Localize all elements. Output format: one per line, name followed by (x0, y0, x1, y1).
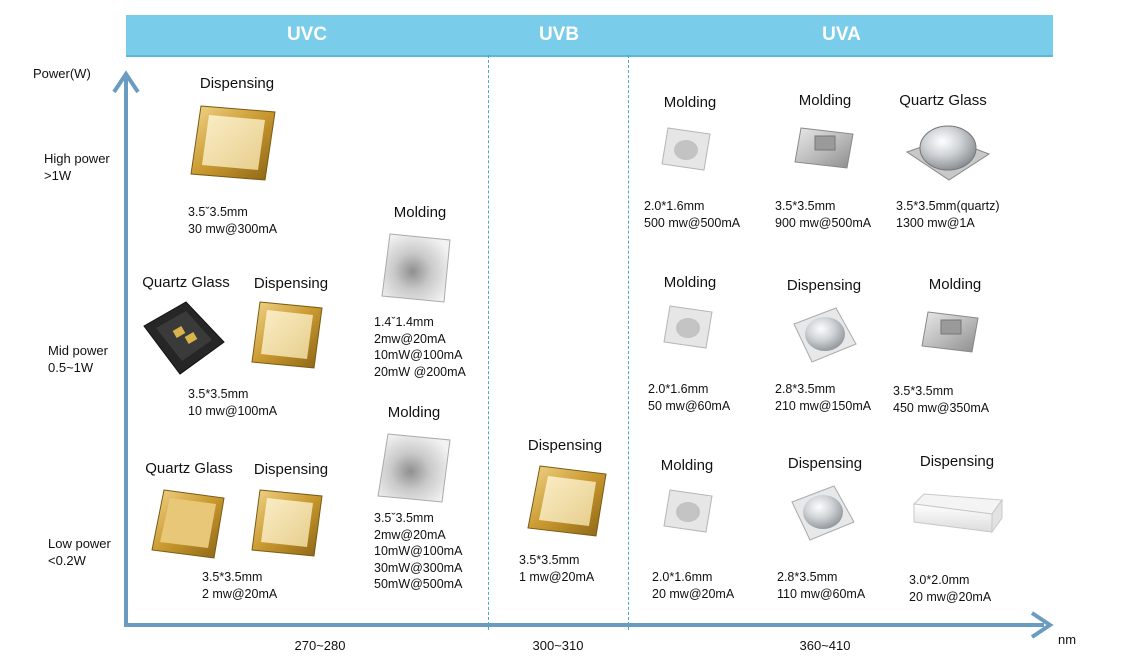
x-tick-uvb: 300~310 (532, 638, 584, 653)
product-spec: 3.5*3.5mm 2 mw@20mA (202, 570, 278, 601)
power-level-mid-name: Mid power (48, 343, 108, 358)
power-level-mid-range: 0.5~1W (48, 360, 94, 375)
product-title: Quartz Glass (145, 460, 233, 477)
product-title: Molding (393, 204, 447, 221)
gold-dispensing-led-icon (527, 465, 607, 537)
product-spec: 3.5*3.5mm(quartz) 1300 mw@1A (896, 199, 1000, 230)
power-level-low-range: <0.2W (48, 553, 86, 568)
divider-uvb-uva (628, 55, 629, 630)
white-molding-led-icon (377, 433, 451, 503)
clear-rect-led-icon (912, 493, 1003, 534)
product-spec: 2.8*3.5mm 210 mw@150mA (775, 382, 872, 413)
header-band (126, 15, 1053, 57)
product-title: Quartz Glass (142, 274, 230, 291)
product-title: Molding (387, 404, 441, 421)
product-title: Molding (928, 276, 982, 293)
white-small-molding-led-icon (661, 127, 711, 171)
product-title: Dispensing (253, 275, 329, 292)
power-level-high-range: >1W (44, 168, 72, 183)
gold-dispensing-led-icon (251, 301, 323, 369)
product-title: Dispensing (527, 437, 603, 454)
dome-quartz-led-icon (905, 125, 991, 181)
power-level-mid: Mid power 0.5~1W (48, 342, 108, 376)
band-label-uva: UVA (822, 24, 861, 45)
product-spec: 3.0*2.0mm 20 mw@20mA (909, 573, 992, 604)
clear-dome-led-icon (793, 307, 857, 363)
white-small-molding-led-icon (663, 489, 713, 533)
white-small-molding-led-icon (663, 305, 713, 349)
product-title: Quartz Glass (899, 92, 987, 109)
silver-molding-led-icon (921, 311, 979, 353)
product-spec: 3.5*3.5mm 900 mw@500mA (775, 199, 872, 230)
product-spec: 2.8*3.5mm 110 mw@60mA (777, 570, 866, 601)
band-label-uvc: UVC (286, 24, 328, 45)
white-molding-led-icon (381, 233, 451, 303)
power-level-low: Low power <0.2W (48, 535, 111, 569)
product-title: Molding (660, 457, 714, 474)
gold-dispensing-led-icon (251, 489, 323, 557)
x-tick-uvc: 270~280 (294, 638, 346, 653)
product-spec: 3.5*3.5mm 1 mw@20mA (519, 553, 595, 584)
gold-quartz-led-icon (151, 489, 225, 559)
product-spec: 2.0*1.6mm 500 mw@500mA (644, 199, 741, 230)
product-title: Dispensing (787, 455, 863, 472)
product-title: Dispensing (786, 277, 862, 294)
product-title: Molding (663, 274, 717, 291)
product-spec: 2.0*1.6mm 50 mw@60mA (648, 382, 731, 413)
product-spec: 3.5*3.5mm 450 mw@350mA (893, 384, 990, 415)
product-title: Molding (663, 94, 717, 111)
black-quartz-led-icon (143, 301, 225, 375)
product-title: Dispensing (199, 75, 275, 92)
band-label-uvb: UVB (538, 24, 580, 45)
power-level-high: High power >1W (44, 150, 110, 184)
clear-dome-led-icon (791, 485, 855, 541)
gold-dispensing-led-icon (190, 105, 276, 181)
product-spec: 3.5ˇ3.5mm 2mw@20mA 10mW@100mA 30mW@300mA… (374, 511, 463, 591)
silver-molding-led-icon (794, 127, 854, 169)
product-spec: 1.4ˇ1.4mm 2mw@20mA 10mW@100mA 20mW @200m… (374, 315, 466, 379)
product-spec: 3.5ˇ3.5mm 30 mw@300mA (188, 205, 278, 236)
product-spec: 2.0*1.6mm 20 mw@20mA (652, 570, 735, 601)
x-axis-unit: nm (1058, 632, 1077, 647)
product-spec: 3.5*3.5mm 10 mw@100mA (188, 387, 278, 418)
x-tick-uva: 360~410 (799, 638, 851, 653)
divider-uvc-uvb (488, 55, 489, 630)
product-title: Dispensing (919, 453, 995, 470)
power-level-low-name: Low power (48, 536, 111, 551)
power-level-high-name: High power (44, 151, 110, 166)
product-title: Dispensing (253, 461, 329, 478)
product-title: Molding (798, 92, 852, 109)
y-axis-title: Power(W) (33, 66, 91, 81)
